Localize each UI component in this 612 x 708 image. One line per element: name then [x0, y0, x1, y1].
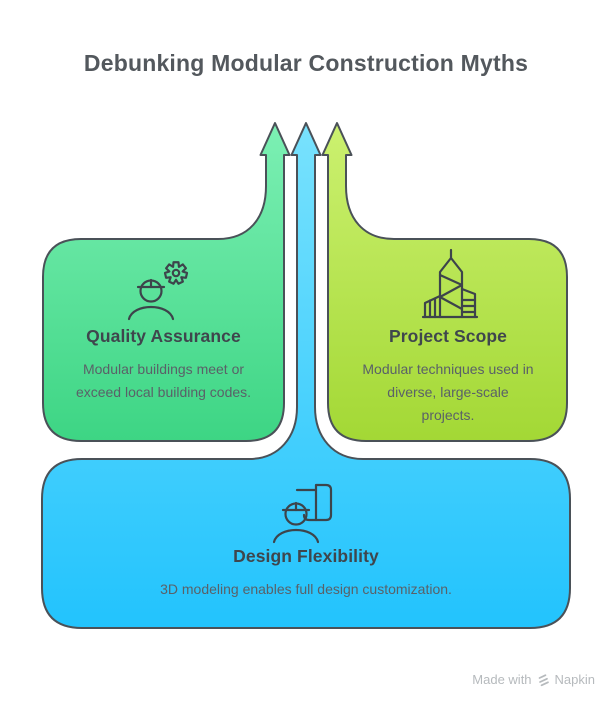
- quality-assurance-heading: Quality Assurance: [86, 326, 241, 346]
- quality-assurance-card-shape-with-arrow: [42, 122, 291, 442]
- design-flexibility-card-shape-with-arrow: [41, 122, 571, 629]
- project-scope-card-text: Project Scope Modular techniques used in…: [329, 326, 567, 427]
- design-flexibility-body: 3D modeling enables full design customiz…: [160, 581, 452, 597]
- watermark: Made with Napkin: [472, 672, 595, 687]
- watermark-made-with-text: Made with: [472, 672, 532, 687]
- city-buildings-icon: [421, 248, 479, 319]
- project-scope-heading: Project Scope: [388, 326, 507, 346]
- napkin-logo-icon: [538, 673, 549, 686]
- engineer-blueprint-icon: [272, 483, 333, 544]
- design-flexibility-heading: Design Flexibility: [233, 546, 379, 566]
- quality-assurance-card-text: Quality Assurance Modular buildings meet…: [43, 326, 284, 404]
- engineer-gear-icon: [127, 261, 189, 321]
- watermark-brand-text: Napkin: [554, 672, 595, 687]
- design-flexibility-card-text: Design Flexibility 3D modeling enables f…: [42, 546, 570, 601]
- project-scope-card-shape-with-arrow: [321, 122, 568, 442]
- page-title: Debunking Modular Construction Myths: [83, 50, 529, 76]
- project-scope-body: Modular techniques used in diverse, larg…: [362, 361, 534, 423]
- quality-assurance-body: Modular buildings meet or exceed local b…: [75, 361, 252, 400]
